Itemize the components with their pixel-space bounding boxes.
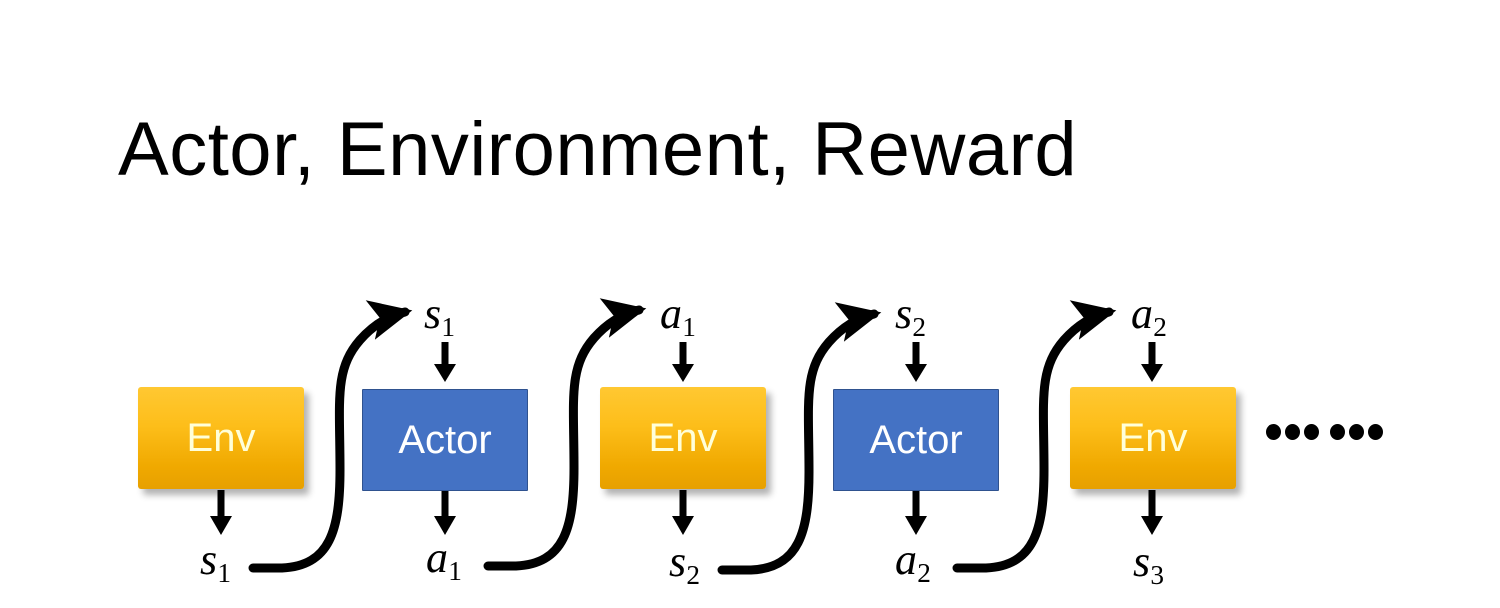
label-base: s bbox=[669, 537, 687, 586]
label-base: a bbox=[426, 533, 448, 582]
node-env-1[interactable]: Env bbox=[138, 387, 304, 489]
label-bottom-s1: s1 bbox=[200, 535, 231, 587]
ellipsis-dot bbox=[1349, 424, 1364, 440]
ellipsis-dot bbox=[1285, 424, 1300, 440]
vertical-arrows-out-of-boxes bbox=[210, 490, 1163, 535]
label-subscript: 2 bbox=[917, 558, 931, 589]
node-actor-1[interactable]: Actor bbox=[362, 389, 528, 491]
label-base: s bbox=[424, 289, 442, 338]
label-top-s2: s2 bbox=[895, 289, 926, 341]
label-top-a1: a1 bbox=[660, 289, 696, 341]
node-env-2[interactable]: Env bbox=[600, 387, 766, 489]
label-base: s bbox=[1133, 537, 1151, 586]
label-subscript: 1 bbox=[682, 312, 696, 343]
label-bottom-a2: a2 bbox=[895, 535, 931, 587]
node-env-3[interactable]: Env bbox=[1070, 387, 1236, 489]
ellipsis-dot bbox=[1330, 424, 1345, 440]
label-top-s1: s1 bbox=[424, 289, 455, 341]
label-base: a bbox=[1131, 289, 1153, 338]
vertical-arrows-into-boxes bbox=[434, 342, 1163, 382]
label-bottom-a1: a1 bbox=[426, 533, 462, 585]
node-actor-2[interactable]: Actor bbox=[833, 389, 999, 491]
ellipsis-dot bbox=[1266, 424, 1281, 440]
label-subscript: 2 bbox=[912, 312, 927, 343]
label-subscript: 3 bbox=[1150, 560, 1165, 591]
label-bottom-s3: s3 bbox=[1133, 537, 1164, 589]
label-base: a bbox=[895, 535, 917, 584]
page-title: Actor, Environment, Reward bbox=[118, 107, 1078, 192]
label-base: a bbox=[660, 289, 682, 338]
label-base: s bbox=[895, 289, 913, 338]
label-subscript: 2 bbox=[686, 560, 701, 591]
label-subscript: 1 bbox=[217, 558, 232, 589]
ellipsis-dot bbox=[1368, 424, 1383, 440]
label-subscript: 2 bbox=[1153, 312, 1167, 343]
ellipsis-dot bbox=[1304, 424, 1319, 440]
label-subscript: 1 bbox=[448, 556, 462, 587]
continuation-ellipsis bbox=[1266, 424, 1383, 440]
label-base: s bbox=[200, 535, 218, 584]
label-subscript: 1 bbox=[441, 312, 456, 343]
label-top-a2: a2 bbox=[1131, 289, 1167, 341]
label-bottom-s2: s2 bbox=[669, 537, 700, 589]
